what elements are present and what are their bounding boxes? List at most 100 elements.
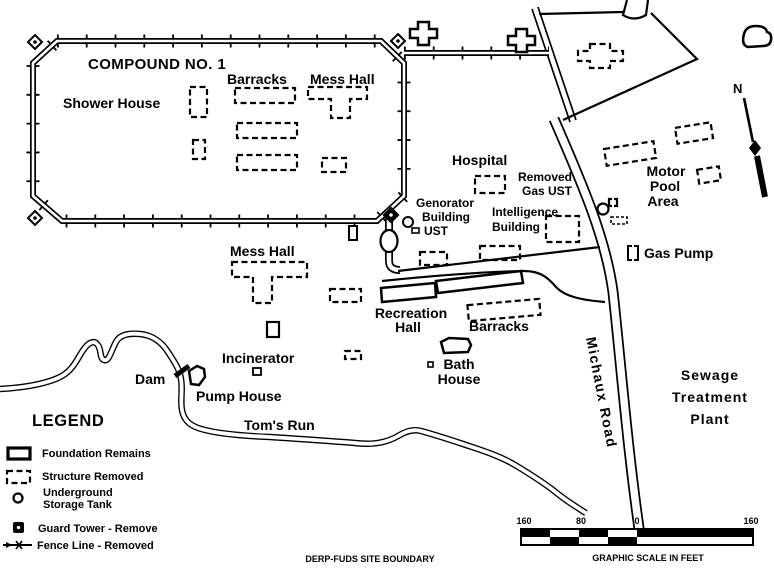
michaux-road [548,116,647,543]
small-building [191,138,207,161]
hospital-building [473,174,507,195]
incinerator-label: Incinerator [222,350,295,366]
legend-item-label: Fence Line - Removed [37,540,154,552]
removed-gas-ust-label: Gas UST [522,184,573,198]
bath-house-building [439,336,473,355]
gas-pump-label: Gas Pump [644,245,713,261]
removed-gas-ust-label: Removed [518,170,572,184]
generator-building-label: Genorator [416,196,474,210]
removed-building [418,250,449,267]
scale-tick: 80 [576,516,586,526]
removed-building [478,244,522,262]
removed-gas-ust-icon [596,197,628,225]
road-tank-bulge [379,228,399,254]
legend-item-label: Underground [43,487,113,499]
generator-building-label: Building [422,210,470,224]
motor-pool-label: Pool [650,178,680,194]
toms-run-label: Tom's Run [244,417,315,433]
mess-hall-south-building [230,260,309,305]
motor-pool-building [602,139,658,168]
small-building [348,225,358,241]
recreation-hall-building [434,269,525,295]
site-boundary-caption: DERP-FUDS SITE BOUNDARY [305,554,434,564]
small-building [265,320,281,339]
scale-tick: 160 [743,516,758,526]
hospital-label: Hospital [452,152,507,168]
underground-storage-tank-icon [12,492,24,504]
shower-house-label: Shower House [63,95,160,111]
bath-house-icon [427,361,434,368]
pump-house-building [187,364,207,387]
barracks-south-building [466,297,542,323]
legend-item-label: Structure Removed [42,471,143,483]
intelligence-building-label: Intelligence [492,205,558,219]
guard-tower-remove-icon [13,522,24,533]
triangle-road-east [562,12,699,122]
dam-structure [173,363,191,379]
mess-hall-south-label: Mess Hall [230,243,295,259]
recreation-hall-label: Recreation [375,305,447,321]
top-road [538,10,624,16]
barracks-building [233,86,297,105]
legend-title: LEGEND [32,412,104,430]
sewage-plant-label: Treatment [672,389,748,405]
compound-title: COMPOUND NO. 1 [88,56,226,73]
structure-removed-icon [5,469,32,485]
foundation-building [506,27,537,54]
foundation-building [741,24,773,49]
pump-house-label: Pump House [196,388,282,404]
generator-building-label: UST [424,224,449,238]
removed-building [576,42,625,70]
gas-pump-icon [627,245,639,261]
legend-item-label: Storage Tank [43,499,113,511]
diagonal-road [531,6,577,123]
recreation-hall-label: Hall [395,319,421,335]
north-arrow-icon [742,97,768,198]
intelligence-building-label: Building [492,220,540,234]
bath-house-label: Bath [443,356,474,372]
road-stub-north [621,0,650,20]
guard-tower-icon [26,33,44,51]
toms-run-stream [0,330,588,516]
legend-item-label: Guard Tower - Remove [38,523,158,535]
guard-tower-icon [382,206,400,224]
small-building [320,156,348,174]
recreation-hall-building [379,281,438,304]
south-boundary-road-upper [397,245,601,273]
sewage-plant-label: Sewage [681,367,739,383]
intelligence-building [544,214,581,244]
motor-pool-label: Area [647,193,678,209]
legend-item-label: Foundation Remains [42,448,151,460]
hospital-access-road [385,212,401,274]
north-label: N [733,81,742,96]
shower-house-building [188,85,209,119]
motor-pool-building [695,165,723,185]
motor-pool-building [673,121,715,145]
scale-tick: 0 [634,516,639,526]
guard-tower-icon [389,32,407,50]
barracks-top-label: Barracks [227,71,287,87]
scale-bar [520,528,754,546]
mess-hall-top-label: Mess Hall [310,71,375,87]
incinerator-icon [252,367,262,376]
dam-label: Dam [135,371,165,387]
barracks-building [235,121,299,140]
bath-house-label: House [438,371,481,387]
south-boundary-road-lower [381,269,606,304]
motor-pool-label: Motor [647,163,686,179]
fence-line [26,34,411,228]
mess-hall-building [306,85,369,120]
guard-tower-icon [26,209,44,227]
barracks-south-label: Barracks [469,318,529,334]
foundation-remains-icon [6,446,32,461]
removed-building [328,287,363,304]
scale-caption: GRAPHIC SCALE IN FEET [592,553,704,563]
removed-building [343,349,363,361]
scale-tick: 160 [516,516,531,526]
generator-ust-icon [402,216,420,234]
foundation-building [408,20,439,47]
sewage-plant-label: Plant [690,411,729,427]
barracks-building [235,153,299,172]
